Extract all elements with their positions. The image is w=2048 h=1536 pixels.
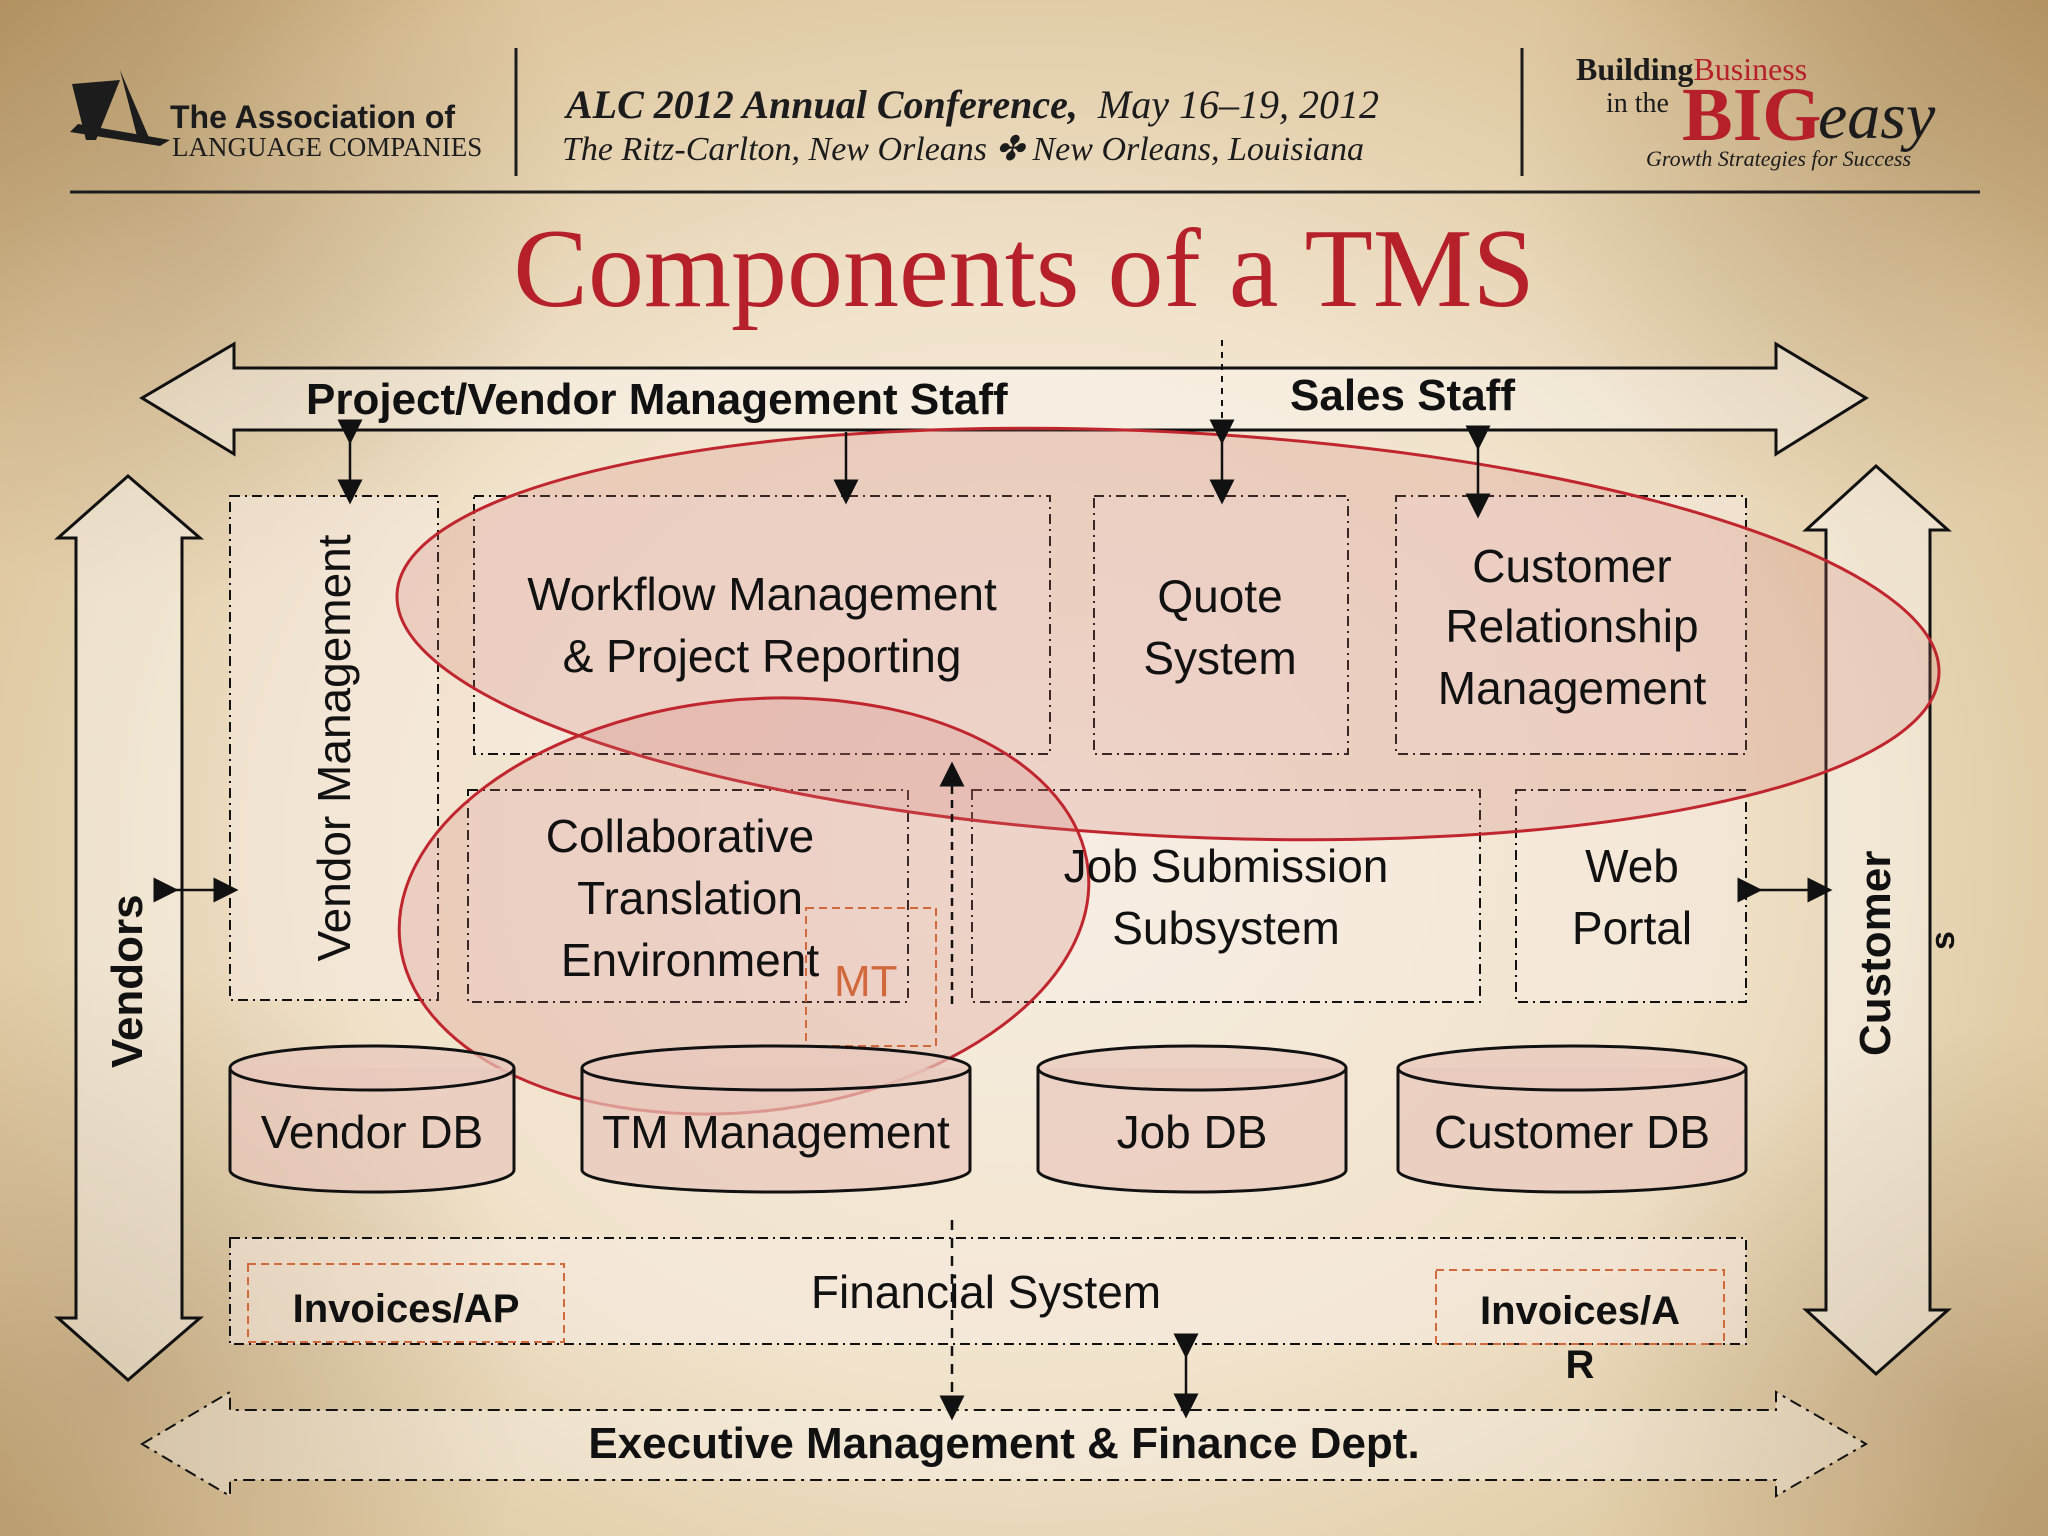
header-bar: The Association of LANGUAGE COMPANIES AL…	[70, 48, 1980, 194]
cte-box	[467, 789, 909, 1003]
crm-label-1: Customer	[1472, 540, 1671, 592]
financial-system-label: Financial System	[811, 1266, 1161, 1318]
customers-double-arrow	[1802, 463, 1952, 1377]
vendor-db-cylinder	[228, 1044, 516, 1194]
invoices-ar-box	[1435, 1269, 1725, 1345]
invoices-ap-label: Invoices/AP	[293, 1287, 520, 1331]
pm-staff-label: Project/Vendor Management Staff	[306, 375, 1008, 424]
cte-label-2: Translation	[577, 872, 803, 924]
cte-label-1: Collaborative	[546, 810, 814, 862]
customer-db-cylinder	[1396, 1044, 1748, 1194]
financial-system-box	[229, 1237, 1747, 1345]
customers-label: Customer	[1851, 851, 1900, 1056]
web-portal-label-1: Web	[1585, 840, 1679, 892]
conference-line1: ALC 2012 Annual Conference, May 16–19, 2…	[563, 82, 1379, 127]
slide-title: Components of a TMS	[513, 207, 1535, 331]
workflow-label-2: & Project Reporting	[563, 630, 962, 682]
executive-label: Executive Management & Finance Dept.	[588, 1419, 1419, 1468]
web-portal-label-2: Portal	[1572, 902, 1692, 954]
vendors-double-arrow	[54, 474, 205, 1382]
invoices-ar-label-1: Invoices/A	[1480, 1289, 1680, 1333]
sales-staff-label: Sales Staff	[1290, 371, 1515, 420]
org-name-line2: LANGUAGE COMPANIES	[172, 132, 482, 162]
vendor-management-box	[229, 495, 439, 1001]
vendor-db-label: Vendor DB	[261, 1106, 483, 1158]
big-easy-tagline: BuildingBusiness in the BIG easy Growth …	[1576, 51, 1936, 171]
svg-text:BuildingBusiness: BuildingBusiness	[1576, 51, 1807, 87]
mt-label: MT	[834, 957, 898, 1006]
mt-box	[805, 907, 937, 1047]
job-submission-label-2: Subsystem	[1112, 902, 1340, 954]
job-submission-box	[971, 789, 1481, 1003]
svg-text:BIG: BIG	[1682, 73, 1821, 157]
quote-label-2: System	[1143, 632, 1296, 684]
crm-box	[1395, 495, 1747, 755]
vendor-management-label: Vendor Management	[308, 534, 360, 961]
quote-system-box	[1093, 495, 1349, 755]
quote-label-1: Quote	[1157, 570, 1282, 622]
job-db-label: Job DB	[1117, 1106, 1268, 1158]
vendors-label: Vendors	[103, 894, 152, 1068]
staff-double-arrow	[139, 341, 1869, 457]
workflow-box	[473, 495, 1051, 755]
tm-management-cylinder	[580, 1044, 972, 1194]
customers-label-s: s	[1924, 931, 1962, 950]
invoices-ap-box	[247, 1263, 565, 1343]
executive-double-arrow	[140, 1390, 1868, 1498]
cte-label-3: Environment	[561, 934, 819, 986]
svg-text:Growth Strategies for Success: Growth Strategies for Success	[1646, 146, 1911, 171]
crm-label-3: Management	[1438, 662, 1707, 714]
svg-text:in the: in the	[1606, 88, 1669, 119]
conference-line2: The Ritz-Carlton, New Orleans ✤ New Orle…	[562, 131, 1364, 168]
highlight-ellipse-top	[395, 426, 1941, 842]
job-submission-label-1: Job Submission	[1064, 840, 1389, 892]
job-db-cylinder	[1036, 1044, 1348, 1194]
org-name-line1: The Association of	[170, 99, 455, 135]
crm-label-2: Relationship	[1445, 600, 1698, 652]
customer-db-label: Customer DB	[1434, 1106, 1710, 1158]
tm-management-label: TM Management	[602, 1106, 950, 1158]
svg-text:easy: easy	[1818, 80, 1936, 153]
workflow-label-1: Workflow Management	[527, 568, 997, 620]
alc-logo-icon	[70, 70, 170, 146]
invoices-ar-label-2: R	[1566, 1343, 1595, 1387]
